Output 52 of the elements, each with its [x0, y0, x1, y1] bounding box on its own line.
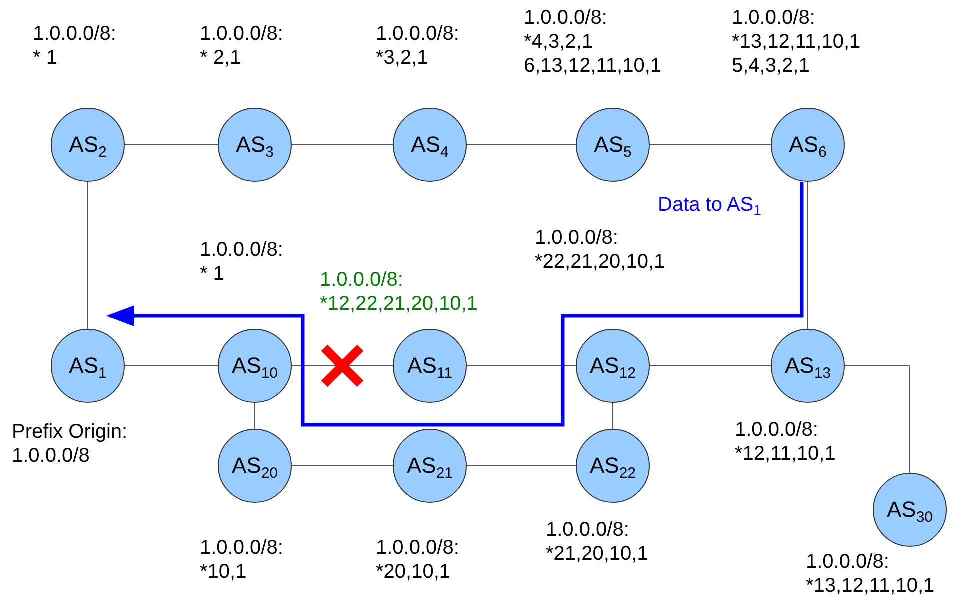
routing-table-text: 1.0.0.0/8: — [320, 268, 404, 292]
routing-table-text: 1.0.0.0/8: — [33, 22, 116, 46]
routing-table-text: 1.0.0.0/8: — [200, 536, 284, 560]
routing-table-text: *12,22,21,20,10,1 — [320, 292, 478, 316]
routing-table-text: 1.0.0.0/8 — [12, 444, 91, 468]
routing-table-text: 1.0.0.0/8: — [200, 238, 284, 262]
routing-table-text: *13,12,11,10,1 — [806, 574, 935, 598]
as-node-circle: AS$_{21}$ — [393, 429, 467, 503]
routing-table-text: 1.0.0.0/8: — [376, 536, 460, 560]
routing-table-text: *21,20,10,1 — [546, 542, 648, 566]
routing-table-text: 5,4,3,2,1 — [732, 54, 811, 78]
connector-line — [254, 402, 256, 430]
as-node-circle: AS$_{22}$ — [576, 429, 650, 503]
as-node-circle: AS$_{3}$ — [218, 108, 292, 182]
connector-line — [292, 144, 394, 146]
as-node-circle: AS$_{13}$ — [771, 329, 845, 403]
as-node-circle: AS$_{11}$ — [393, 329, 467, 403]
routing-table-text: *20,10,1 — [376, 560, 452, 584]
routing-table-text: 1.0.0.0/8: — [524, 6, 608, 30]
connector-line — [844, 366, 910, 474]
routing-table-text: 1.0.0.0/8: — [806, 550, 890, 574]
routing-table-text: * 1 — [33, 46, 58, 70]
routing-table-text: 1.0.0.0/8: — [376, 22, 460, 46]
routing-table-text: * 2,1 — [200, 46, 242, 70]
routing-table-text: Prefix Origin: — [12, 420, 128, 444]
routing-table-text: 1.0.0.0/8: — [535, 226, 620, 250]
connector-line — [650, 144, 772, 146]
connector-line — [612, 402, 614, 430]
routing-table-text: *12,11,10,1 — [735, 442, 836, 466]
routing-table-text: 1.0.0.0/8: — [732, 6, 816, 30]
routing-table-text: *13,12,11,10,1 — [732, 30, 861, 54]
routing-table-text: *10,1 — [200, 560, 248, 584]
as-node-circle: AS$_{2}$ — [51, 108, 125, 182]
as-node-circle: AS$_{20}$ — [218, 429, 292, 503]
as-node-circle: AS$_{30}$ — [873, 473, 947, 547]
as-node-circle: AS$_{5}$ — [576, 108, 650, 182]
as-node-circle: AS$_{12}$ — [576, 329, 650, 403]
arrow — [106, 182, 804, 427]
connector-line — [466, 144, 576, 146]
as-node-circle: AS$_{6}$ — [771, 108, 845, 182]
as-node-circle: AS$_{1}$ — [51, 329, 125, 403]
routing-table-text: * 1 — [200, 262, 226, 286]
routing-table-text: 1.0.0.0/8: — [735, 418, 820, 442]
routing-table-text: *3,2,1 — [376, 46, 430, 70]
routing-table-text: 6,13,12,11,10,1 — [524, 54, 662, 78]
routing-table-text: *4,3,2,1 — [524, 30, 594, 54]
routing-table-text: 1.0.0.0/8: — [546, 518, 630, 542]
connector-line — [124, 144, 218, 146]
as-node-circle: AS$_{4}$ — [393, 108, 467, 182]
as-node-circle: AS$_{10}$ — [218, 329, 292, 403]
routing-table-text: 1.0.0.0/8: — [200, 22, 284, 46]
routing-table-text: *22,21,20,10,1 — [535, 250, 666, 274]
